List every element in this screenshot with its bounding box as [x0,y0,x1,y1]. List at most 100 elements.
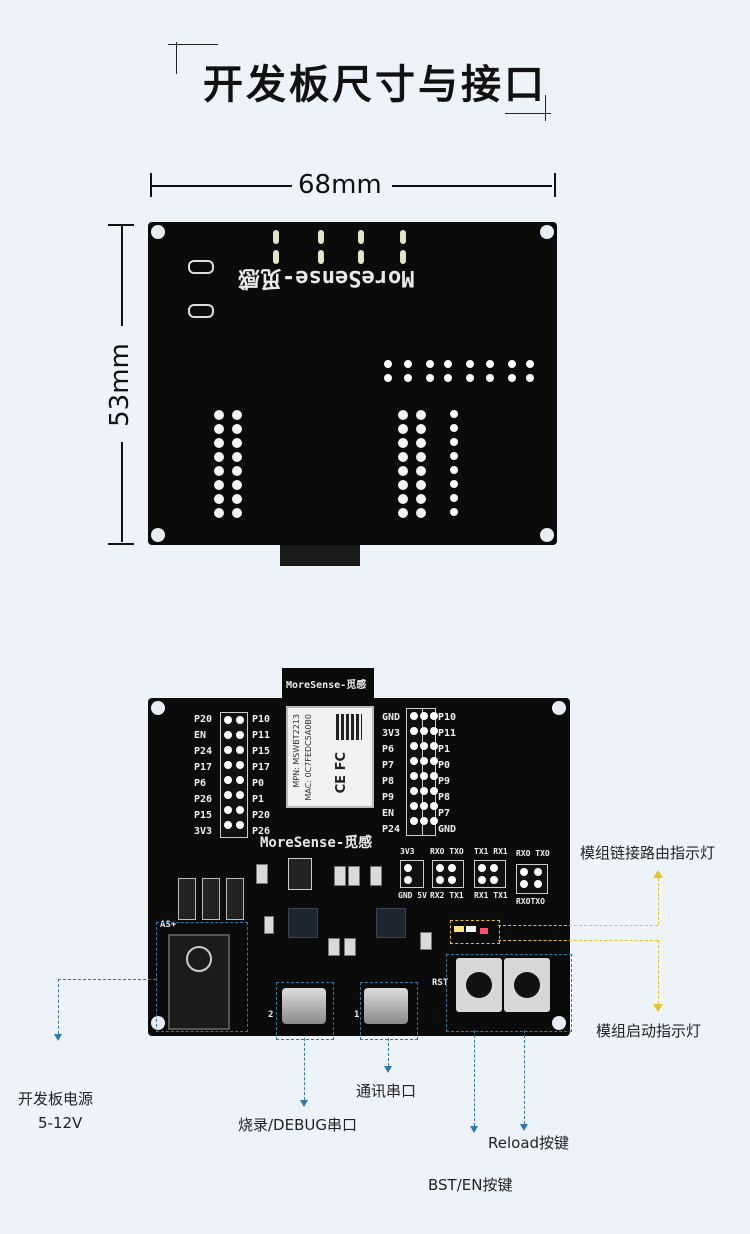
header-pin [430,787,438,795]
right-pin-label-a-7: P24 [382,824,401,835]
left-pin-header [220,712,248,838]
comm-label: 通讯串口 [356,1082,417,1100]
uart-pin [404,864,412,872]
header-pin [420,802,428,810]
back-pad [426,374,434,382]
header-pin [420,727,428,735]
back-pad [426,360,434,368]
left-pin-label-b-4: P0 [252,778,265,789]
back-pad [466,374,474,382]
back-connector [280,545,360,566]
header-pin [430,802,438,810]
reload-button[interactable] [504,958,550,1012]
debug-usb-highlight-box [276,982,334,1040]
back-pad [508,374,516,382]
back-pad [450,452,458,460]
back-pad [486,374,494,382]
back-pad [384,374,392,382]
back-pad [416,508,426,518]
back-pad [232,508,242,518]
header-pin [224,716,232,724]
back-pad [232,410,242,420]
left-pin-label-b-3: P17 [252,762,271,773]
back-pad [384,360,392,368]
link-led-label: 模组链接路由指示灯 [580,844,716,862]
header-pin [410,787,418,795]
uart-pin [404,876,412,884]
back-pad [450,480,458,488]
usb-left-index: 2 [268,1010,274,1020]
width-dimension-label: 68mm [298,170,382,200]
left-pin-label-a-6: P15 [194,810,213,821]
module-top-label: MoreSense-觅感 [286,680,367,691]
uart-pin [534,880,542,888]
height-dimension-line-bottom [121,442,123,542]
uart-label-bot-1: GND 5V [398,891,427,900]
right-pin-label-b-6: P7 [438,808,451,819]
right-pin-label-a-4: P8 [382,776,395,787]
header-pin [420,712,428,720]
header-pin [410,817,418,825]
back-pad [450,410,458,418]
boot-led [480,928,488,934]
usb-uart-chip-1 [288,908,318,938]
usb-port-comm[interactable] [364,988,408,1024]
right-pin-label-b-0: P10 [438,712,457,723]
uart-pin [478,864,486,872]
back-pad [232,452,242,462]
back-pad [526,360,534,368]
back-pad [232,424,242,434]
power-highlight-box [156,922,248,1032]
back-pad [416,424,426,434]
header-pin [224,746,232,754]
uart-pin [534,868,542,876]
fcc-mark: CE FC [334,752,349,794]
right-pin-label-b-5: P8 [438,792,451,803]
header-pin [236,821,244,829]
header-pin [420,757,428,765]
header-pin [224,821,232,829]
header-pin [236,716,244,724]
board-back: MoreSense-觅感 [148,222,557,545]
back-pad [404,360,412,368]
right-pin-label-b-3: P0 [438,760,451,771]
reload-label: Reload按键 [488,1134,570,1152]
header-pin [224,791,232,799]
usb-port-debug[interactable] [282,988,326,1024]
right-pin-label-b-2: P1 [438,744,451,755]
right-pin-label-b-1: P11 [438,728,457,739]
back-pad [416,410,426,420]
jack-label: AS+ [160,920,177,930]
back-pad [450,508,458,516]
usb-right-index: 1 [354,1010,360,1020]
right-pin-label-a-2: P6 [382,744,395,755]
uart-pin [448,876,456,884]
header-pin [410,712,418,720]
uart-label-bot-3: RX1 TX1 [474,891,508,900]
uart-label-bot-4: RXOTXO [516,897,545,906]
header-pin [430,757,438,765]
back-pad [450,424,458,432]
back-pad [398,410,408,420]
back-pad [398,508,408,518]
height-dimension-line-top [121,226,123,326]
bst-en-button[interactable] [456,958,502,1012]
back-pad [232,466,242,476]
uart-label-top-4: RXO TXO [516,849,550,858]
uart-label-top-1: 3V3 [400,847,415,856]
left-pin-label-b-1: P11 [252,730,271,741]
wifi-module: MPN: MSWBT2213 MAC: 0C7FEDC5A0B0 CE FC [286,706,374,808]
header-pin [224,761,232,769]
left-pin-label-a-2: P24 [194,746,213,757]
header-pin [430,727,438,735]
right-pin-label-a-5: P9 [382,792,395,803]
width-dimension-line-right [392,185,552,187]
page-title: 开发板尺寸与接口 [203,62,547,108]
header-pin [420,742,428,750]
back-pad [232,438,242,448]
header-pin [430,712,438,720]
header-pin [430,772,438,780]
back-pad [444,374,452,382]
back-pad [398,438,408,448]
usb-uart-chip-2 [376,908,406,938]
